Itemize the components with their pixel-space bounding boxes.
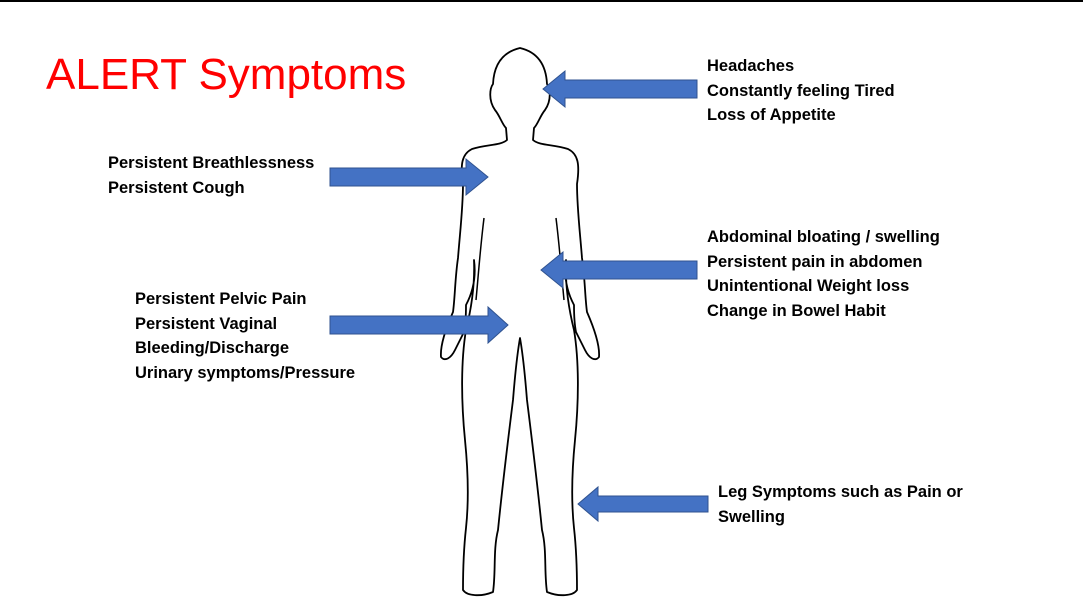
symptom-text: Loss of Appetite <box>707 106 836 124</box>
symptom-text: Unintentional Weight loss <box>707 277 910 295</box>
symptom-text: Persistent Breathlessness <box>108 154 315 172</box>
arrow-leg-symptoms <box>577 485 709 523</box>
symptom-text: Change in Bowel Habit <box>707 301 886 320</box>
symptom-text: Persistent pain in abdomen <box>707 252 923 271</box>
arrow-pelvic-symptoms <box>329 305 509 345</box>
symptom-text: Headaches <box>707 57 795 75</box>
symptom-text: Swelling <box>718 507 785 526</box>
symptom-text: Persistent Vaginal <box>135 314 278 333</box>
symptom-text: Urinary symptoms/Pressure <box>135 363 356 382</box>
symptom-text: Constantly feeling Tired <box>707 81 895 100</box>
top-border <box>0 0 1083 2</box>
body-outline <box>440 47 600 597</box>
arrow-abdomen-symptoms <box>540 250 698 290</box>
symptom-text: Bleeding/Discharge <box>135 339 290 357</box>
symptom-text: Persistent Cough <box>108 178 245 197</box>
head-symptoms-list: Headaches Constantly feeling Tired Loss … <box>707 54 895 128</box>
symptom-text: Abdominal bloating / swelling <box>707 228 940 246</box>
symptom-text: Persistent Pelvic Pain <box>135 290 307 308</box>
pelvic-symptoms-list: Persistent Pelvic Pain Persistent Vagina… <box>135 287 355 385</box>
symptom-text: Leg Symptoms such as Pain or <box>718 483 963 501</box>
arrow-chest-symptoms <box>329 157 489 197</box>
abdomen-symptoms-list: Abdominal bloating / swelling Persistent… <box>707 225 940 323</box>
chest-symptoms-list: Persistent Breathlessness Persistent Cou… <box>108 151 314 200</box>
left-arm-line <box>475 217 485 301</box>
slide-title: ALERT Symptoms <box>46 50 407 99</box>
arrow-head-symptoms <box>542 69 698 109</box>
leg-symptoms-list: Leg Symptoms such as Pain or Swelling <box>718 480 963 529</box>
